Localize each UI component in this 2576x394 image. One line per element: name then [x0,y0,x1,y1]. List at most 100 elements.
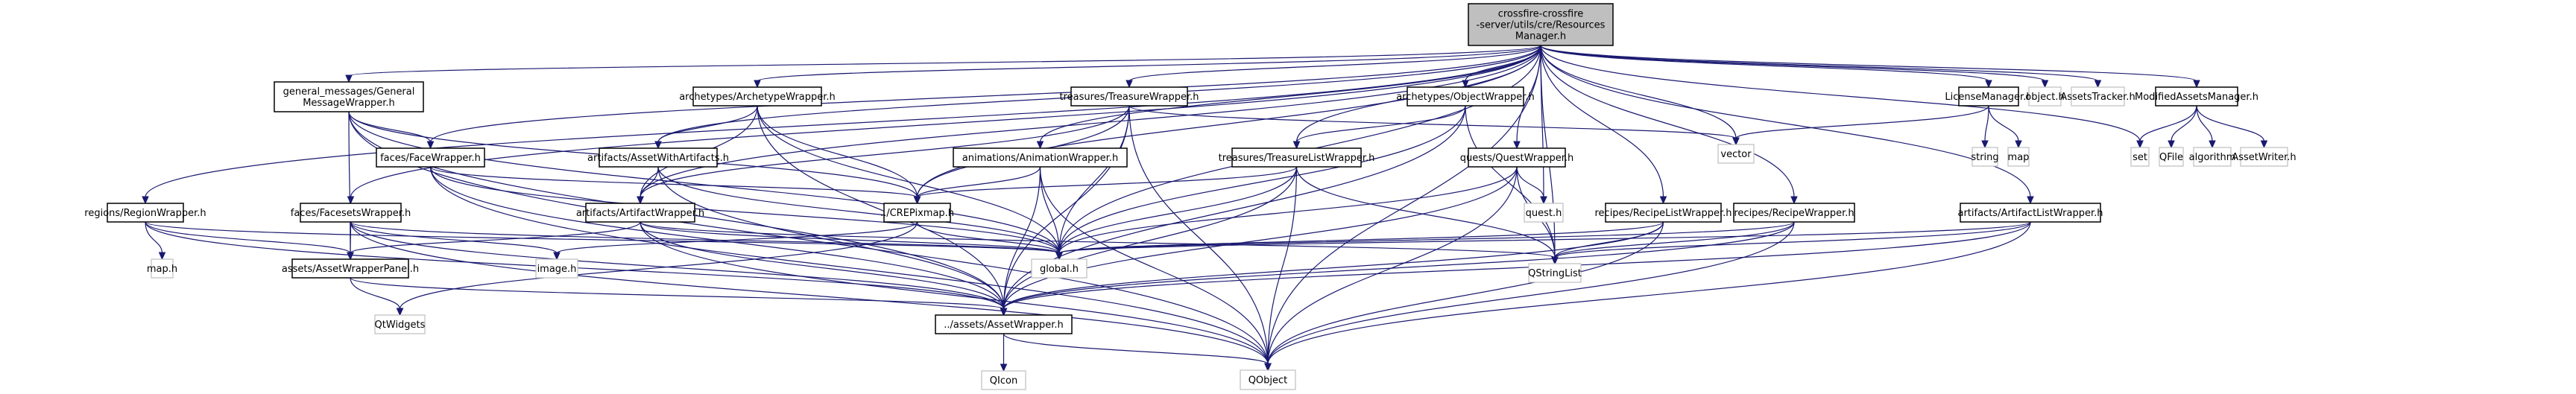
edge-reclw-to-globalh [1058,221,1664,254]
node-box-awa[interactable] [599,147,718,168]
node-box-crepix[interactable] [883,203,951,223]
node-map: map [2007,147,2030,167]
node-box-facew[interactable] [376,147,485,168]
arrowhead-artlw-to-qobject [1264,363,1272,372]
arrowhead-modam-to-assetwriter [2260,140,2268,149]
node-facew[interactable]: faces/FaceWrapper.h [376,147,485,168]
node-assetstracker: AssetsTracker.h [2060,86,2135,107]
arrowhead-licm-to-string [1981,140,1989,149]
edge-awp-to-assetw [350,277,1005,310]
node-label-artw: artifacts/ArtifactWrapper.h [576,208,704,219]
edge-animw-to-qobject [1039,166,1269,365]
node-objw[interactable]: archetypes/ObjectWrapper.h [1396,86,1535,107]
node-box-artlw[interactable] [1960,203,2101,223]
node-box-treasw[interactable] [1070,86,1188,107]
node-box-reclw[interactable] [1605,203,1722,223]
node-artw[interactable]: artifacts/ArtifactWrapper.h [576,203,704,223]
node-facesetw[interactable]: faces/FacesetsWrapper.h [291,203,411,223]
node-treasw[interactable]: treasures/TreasureWrapper.h [1059,86,1199,107]
nodes-layer: crossfire-crossfire-server/utils/cre/Res… [84,3,2296,390]
node-box-awp[interactable] [291,258,409,279]
edge-treasw-to-assetw [1003,105,1130,310]
edges-layer [142,45,2268,372]
node-licm[interactable]: LicenseManager.h [1945,86,2033,107]
node-qstringlist: QStringList [1528,263,1582,283]
node-qobject: QObject [1240,369,1296,390]
node-label-animw: animations/AnimationWrapper.h [962,153,1118,164]
node-awp[interactable]: assets/AssetWrapperPanel.h [282,258,419,279]
node-label-questw: quests/QuestWrapper.h [1460,153,1573,164]
node-animw[interactable]: animations/AnimationWrapper.h [953,147,1128,168]
node-box-recw[interactable] [1733,203,1855,223]
node-artlw[interactable]: artifacts/ArtifactListWrapper.h [1957,203,2103,223]
edge-licm-to-map [1988,105,2019,142]
node-regionw[interactable]: regions/RegionWrapper.h [84,203,206,223]
edge-artlw-to-globalh [1058,221,2031,254]
edge-crepix-to-imageh [556,221,918,254]
node-label-gmw: general_messages/General [283,86,415,98]
node-label-gmw: MessageWrapper.h [303,98,395,109]
edge-treaslw-to-qstringlist [1295,166,1556,258]
node-box-assetw[interactable] [935,314,1073,334]
node-box-objw[interactable] [1407,86,1524,107]
node-box-artw[interactable] [585,203,695,223]
edge-awa-to-globalh [657,166,1060,254]
arrowhead-root-to-treasw [1126,80,1133,89]
arrowhead-objw-to-treaslw [1292,141,1301,150]
node-set: set [2130,147,2150,167]
node-label-objecth: object.h [2025,92,2064,103]
edge-root-to-animw [1039,45,1541,143]
node-questw[interactable]: quests/QuestWrapper.h [1460,147,1573,168]
node-box-regionw[interactable] [107,203,184,223]
node-recw[interactable]: recipes/RecipeWrapper.h [1733,203,1855,223]
edge-root-to-gmw [348,45,1541,77]
node-box-objecth [2028,86,2062,107]
node-root[interactable]: crossfire-crossfire-server/utils/cre/Res… [1468,3,1614,46]
node-label-root: Manager.h [1515,31,1566,42]
node-label-questh: quest.h [1526,208,1562,219]
edge-reclw-to-qstringlist [1554,221,1664,258]
node-box-root[interactable] [1468,3,1614,46]
node-objecth: object.h [2025,86,2065,107]
node-treaslw[interactable]: treasures/TreasureListWrapper.h [1219,147,1375,168]
edge-facesetw-to-qobject [350,221,1269,365]
node-label-treaslw: treasures/TreasureListWrapper.h [1219,153,1375,164]
node-box-archw[interactable] [692,86,822,107]
edge-root-to-treasw [1128,45,1541,82]
edge-facesetw-to-globalh [350,221,1060,254]
node-box-licm[interactable] [1958,86,2019,107]
edge-artlw-to-qobject [1267,221,2031,365]
node-label-maph: map.h [147,264,177,275]
arrowhead-root-to-questw [1513,141,1521,150]
node-awa[interactable]: artifacts/AssetWithArtifacts.h [587,147,729,168]
node-modam[interactable]: ModifiedAssetsManager.h [2135,86,2258,107]
node-crepix[interactable]: ../CREPixmap.h [880,203,954,223]
arrowhead-assetw-to-qicon [1000,363,1008,372]
node-label-assetstracker: AssetsTracker.h [2060,92,2135,103]
node-box-gmw[interactable] [274,81,424,112]
edge-root-to-reclw [1540,45,1664,198]
edge-root-to-licm [1540,45,1989,82]
arrowhead-gmw-to-facew [426,141,435,150]
arrowhead-regionw-to-maph [158,252,166,261]
node-box-questw[interactable] [1468,147,1566,168]
node-box-facesetw[interactable] [300,203,402,223]
node-box-maph [151,258,174,279]
node-label-map: map [2008,152,2030,163]
edge-archw-to-assetw [757,105,1005,310]
arrowhead-root-to-animw [1036,141,1044,150]
node-box-animw[interactable] [953,147,1128,168]
edge-root-to-artw [640,45,1541,198]
node-reclw[interactable]: recipes/RecipeListWrapper.h [1594,203,1732,223]
node-archw[interactable]: archetypes/ArchetypeWrapper.h [679,86,836,107]
node-box-treaslw[interactable] [1231,147,1362,168]
edge-gmw-to-globalh [348,111,1060,254]
node-box-modam[interactable] [2155,86,2238,107]
edge-recw-to-assetw [1003,221,1795,310]
arrowhead-root-to-objw [1462,80,1469,89]
node-qicon: QIcon [981,370,1026,390]
node-assetw[interactable]: ../assets/AssetWrapper.h [935,314,1073,334]
edge-questw-to-qobject [1267,166,1518,365]
arrowhead-root-to-objecth [2041,80,2049,89]
